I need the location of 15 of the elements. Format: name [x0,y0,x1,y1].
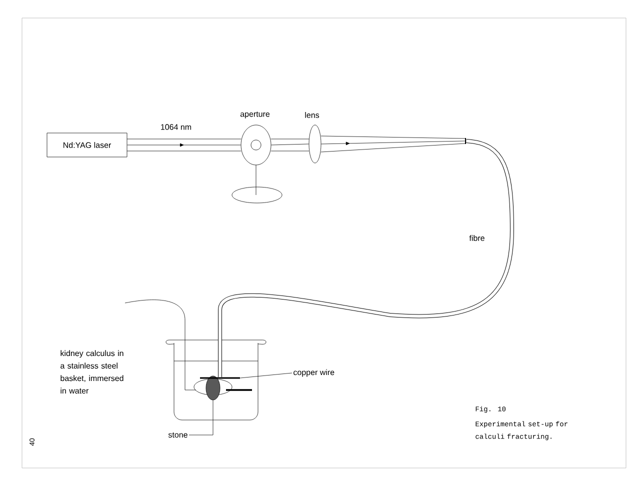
edge-label: 1064 nm [161,124,192,130]
optical-fibre [218,139,514,378]
stone [206,376,220,400]
leader-line [240,372,292,378]
copper-wire-label: copper wire [294,369,334,377]
leader-line [188,400,214,436]
laser-box: Nd:YAG laser [46,132,128,158]
lens-label: lens [305,112,320,118]
aperture-label: aperture [240,112,270,118]
beam-arrow [127,143,241,147]
stone-label: stone [168,432,188,438]
beam-line [271,144,309,146]
beam-arrow [321,140,465,146]
edge-label: fibre [469,235,484,241]
description-text: kidney calculus in a stainless steel basket, immersed in water [60,350,124,394]
